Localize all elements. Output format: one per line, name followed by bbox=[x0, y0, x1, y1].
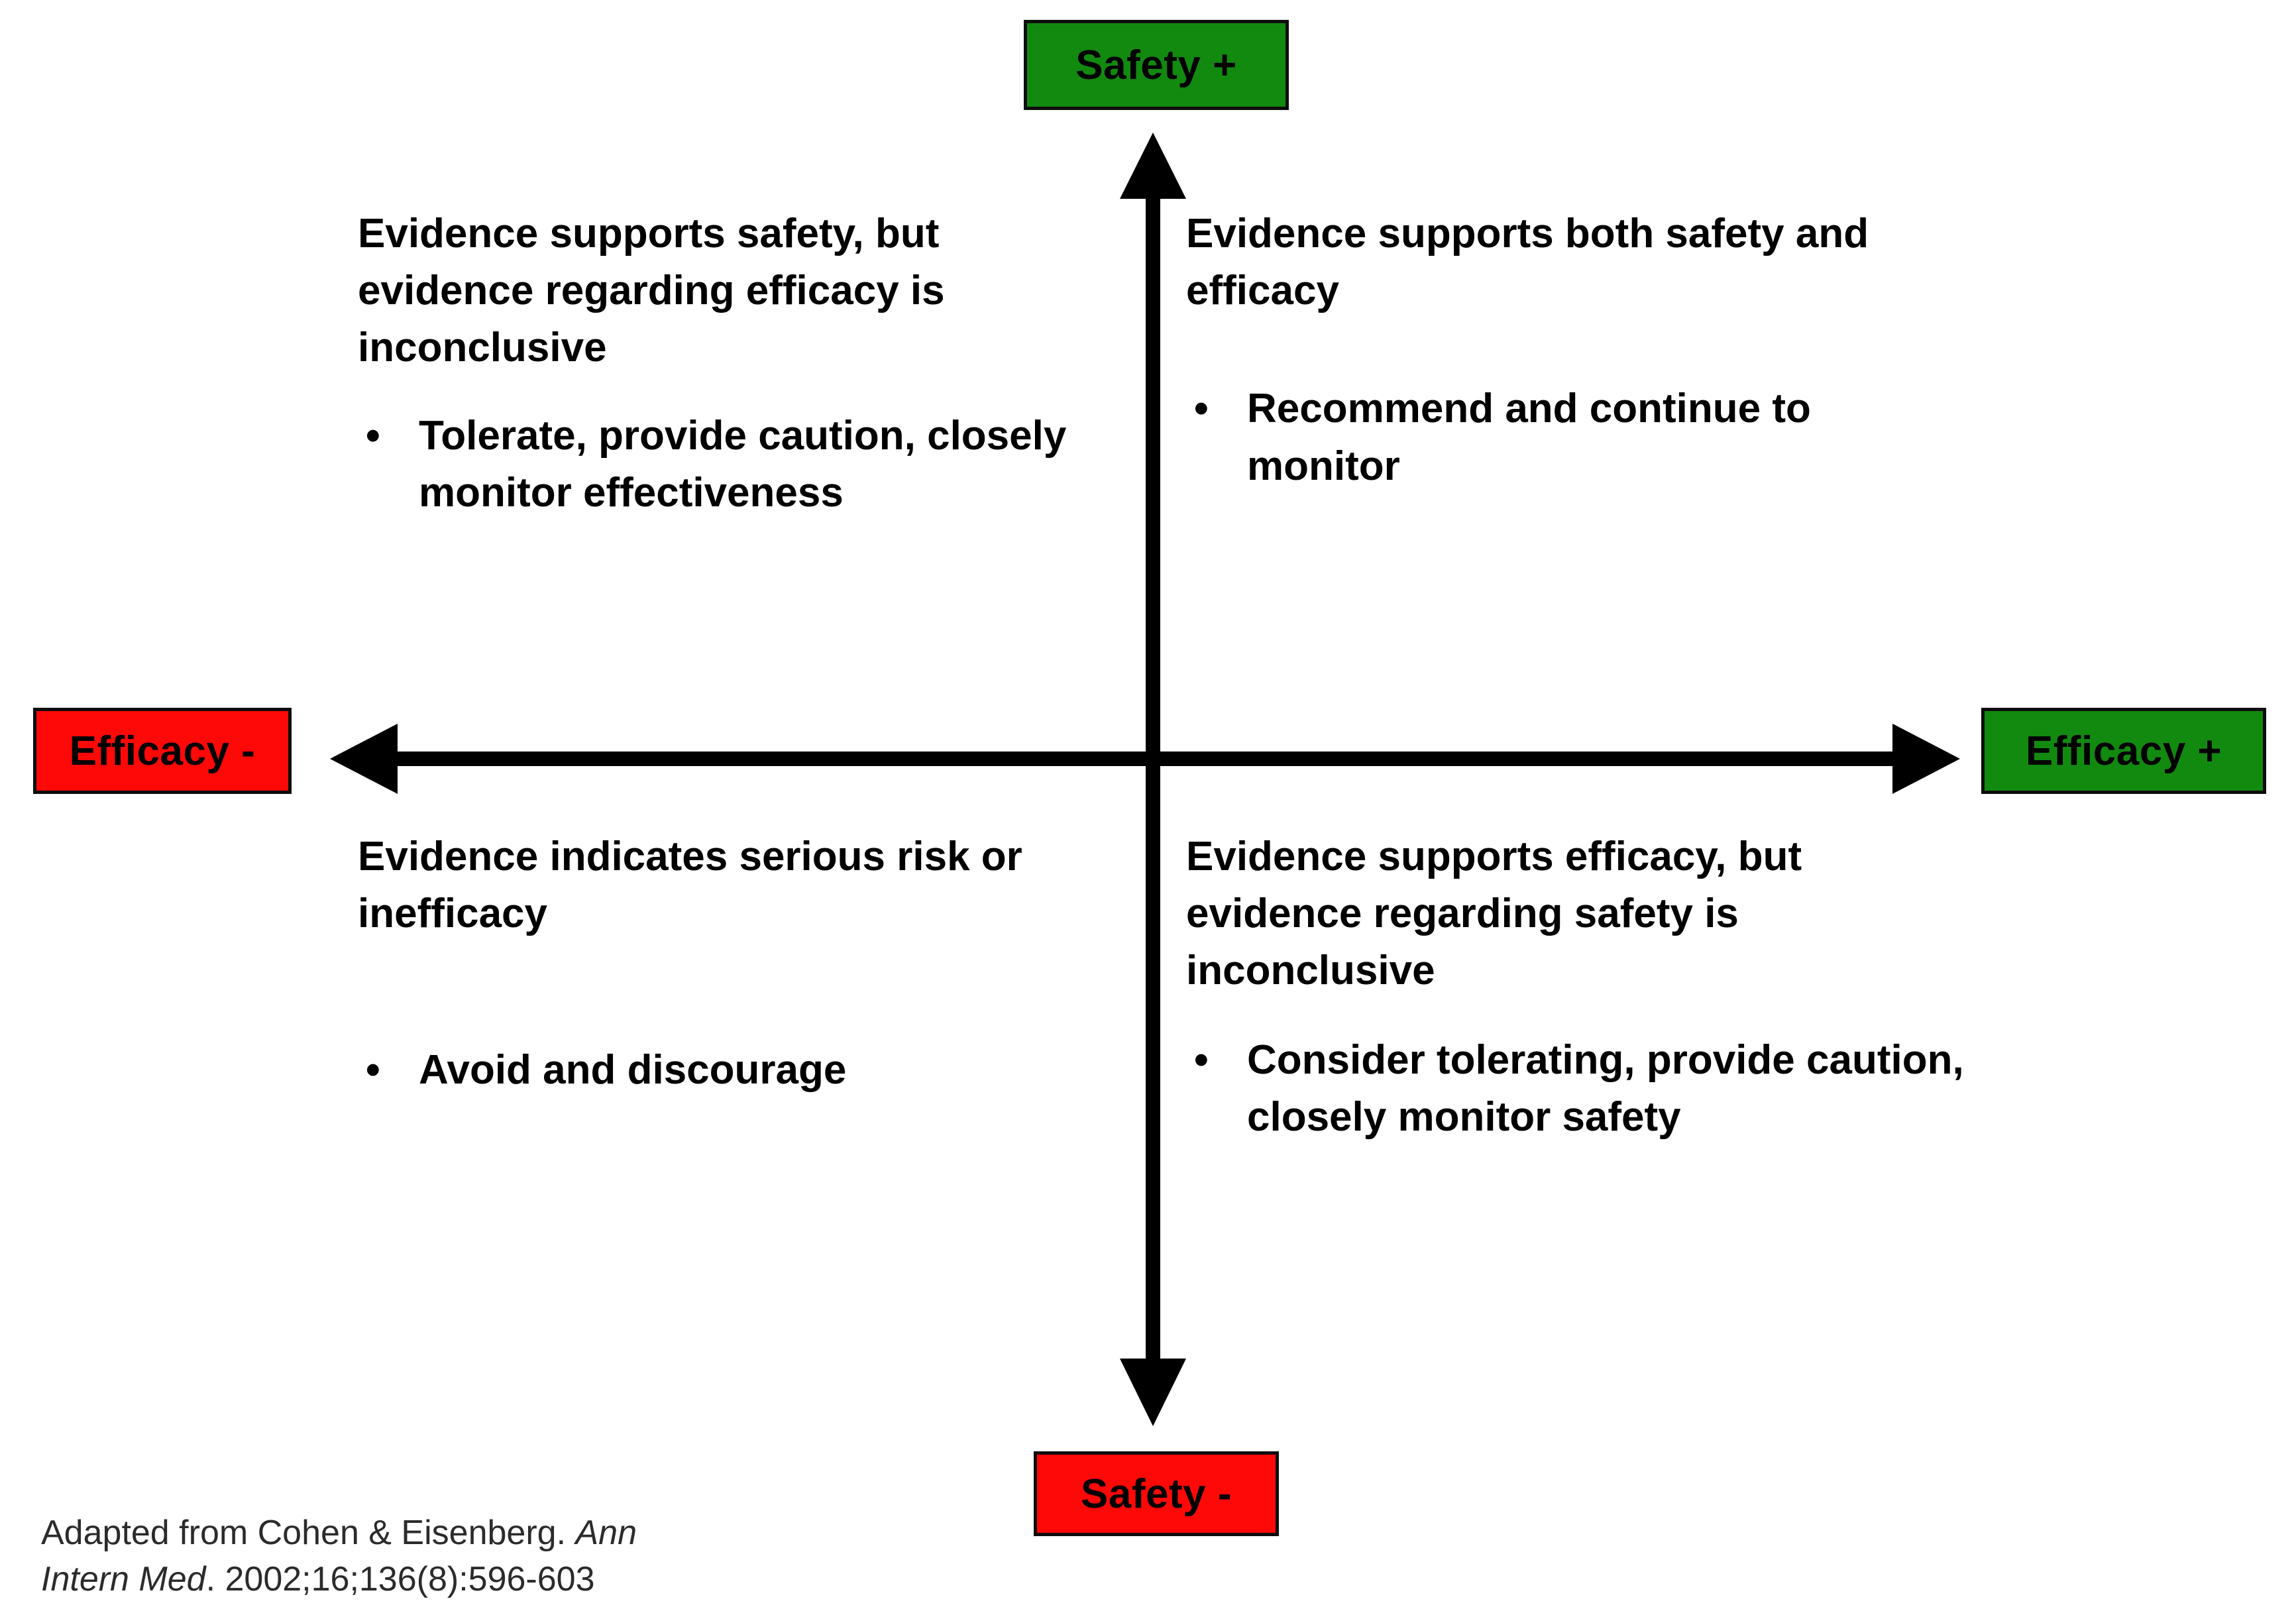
axis-label-efficacy-negative-text: Efficacy - bbox=[69, 728, 256, 774]
list-item-label: Avoid and discourage bbox=[419, 1047, 847, 1093]
quadrant-safety-positive-efficacy-positive: Evidence supports both safety and effica… bbox=[1186, 205, 1968, 495]
axis-label-safety-negative: Safety - bbox=[1034, 1451, 1279, 1536]
safety-positive-arrowhead bbox=[1120, 133, 1186, 199]
axis-label-safety-positive-text: Safety + bbox=[1075, 42, 1237, 88]
list-item: • Tolerate, provide caution, closely mon… bbox=[358, 408, 1107, 522]
quadrant-recommendation-list: • Recommend and continue to monitor bbox=[1186, 380, 1968, 494]
quadrant-safety-negative-efficacy-negative: Evidence indicates serious risk or ineff… bbox=[358, 828, 1107, 1099]
list-item-label: Recommend and continue to monitor bbox=[1247, 386, 1811, 489]
list-item-label: Consider tolerating, provide caution, cl… bbox=[1247, 1036, 1964, 1140]
quadrant-safety-positive-efficacy-negative: Evidence supports safety, but evidence r… bbox=[358, 205, 1107, 522]
citation-suffix: . 2002;16;136(8):596-603 bbox=[205, 1560, 595, 1599]
quadrant-recommendation-list: • Tolerate, provide caution, closely mon… bbox=[358, 408, 1107, 522]
efficacy-negative-arrowhead bbox=[330, 724, 398, 794]
source-citation: Adapted from Cohen & Eisenberg. Ann Inte… bbox=[41, 1510, 704, 1602]
list-item: • Recommend and continue to monitor bbox=[1186, 380, 1968, 494]
quadrant-recommendation-list: • Avoid and discourage bbox=[358, 1042, 1107, 1099]
list-item: • Consider tolerating, provide caution, … bbox=[1186, 1032, 1975, 1146]
quadrant-heading: Evidence supports efficacy, but evidence… bbox=[1186, 834, 1802, 994]
bullet-icon: • bbox=[1194, 386, 1209, 432]
axis-label-efficacy-positive: Efficacy + bbox=[1981, 708, 2266, 794]
citation-journal: Ann Intern Med bbox=[41, 1514, 637, 1599]
bullet-icon: • bbox=[366, 412, 380, 459]
axis-label-safety-negative-text: Safety - bbox=[1081, 1471, 1232, 1517]
axis-label-efficacy-negative: Efficacy - bbox=[33, 708, 292, 794]
axis-label-safety-positive: Safety + bbox=[1024, 20, 1289, 110]
efficacy-positive-arrowhead bbox=[1892, 724, 1960, 794]
quadrant-heading: Evidence indicates serious risk or ineff… bbox=[358, 834, 1022, 937]
axis-label-efficacy-positive-text: Efficacy + bbox=[2025, 728, 2222, 774]
bullet-icon: • bbox=[1194, 1036, 1209, 1083]
list-item: • Avoid and discourage bbox=[358, 1042, 1107, 1099]
quadrant-heading: Evidence supports both safety and effica… bbox=[1186, 211, 1869, 314]
quadrant-recommendation-list: • Consider tolerating, provide caution, … bbox=[1186, 1032, 1975, 1146]
bullet-icon: • bbox=[366, 1047, 380, 1093]
quadrant-safety-negative-efficacy-positive: Evidence supports efficacy, but evidence… bbox=[1186, 828, 1975, 1146]
list-item-label: Tolerate, provide caution, closely monit… bbox=[419, 412, 1067, 516]
safety-negative-arrowhead bbox=[1120, 1359, 1186, 1426]
quadrant-heading: Evidence supports safety, but evidence r… bbox=[358, 211, 945, 371]
citation-prefix: Adapted from Cohen & Eisenberg. bbox=[41, 1514, 576, 1552]
